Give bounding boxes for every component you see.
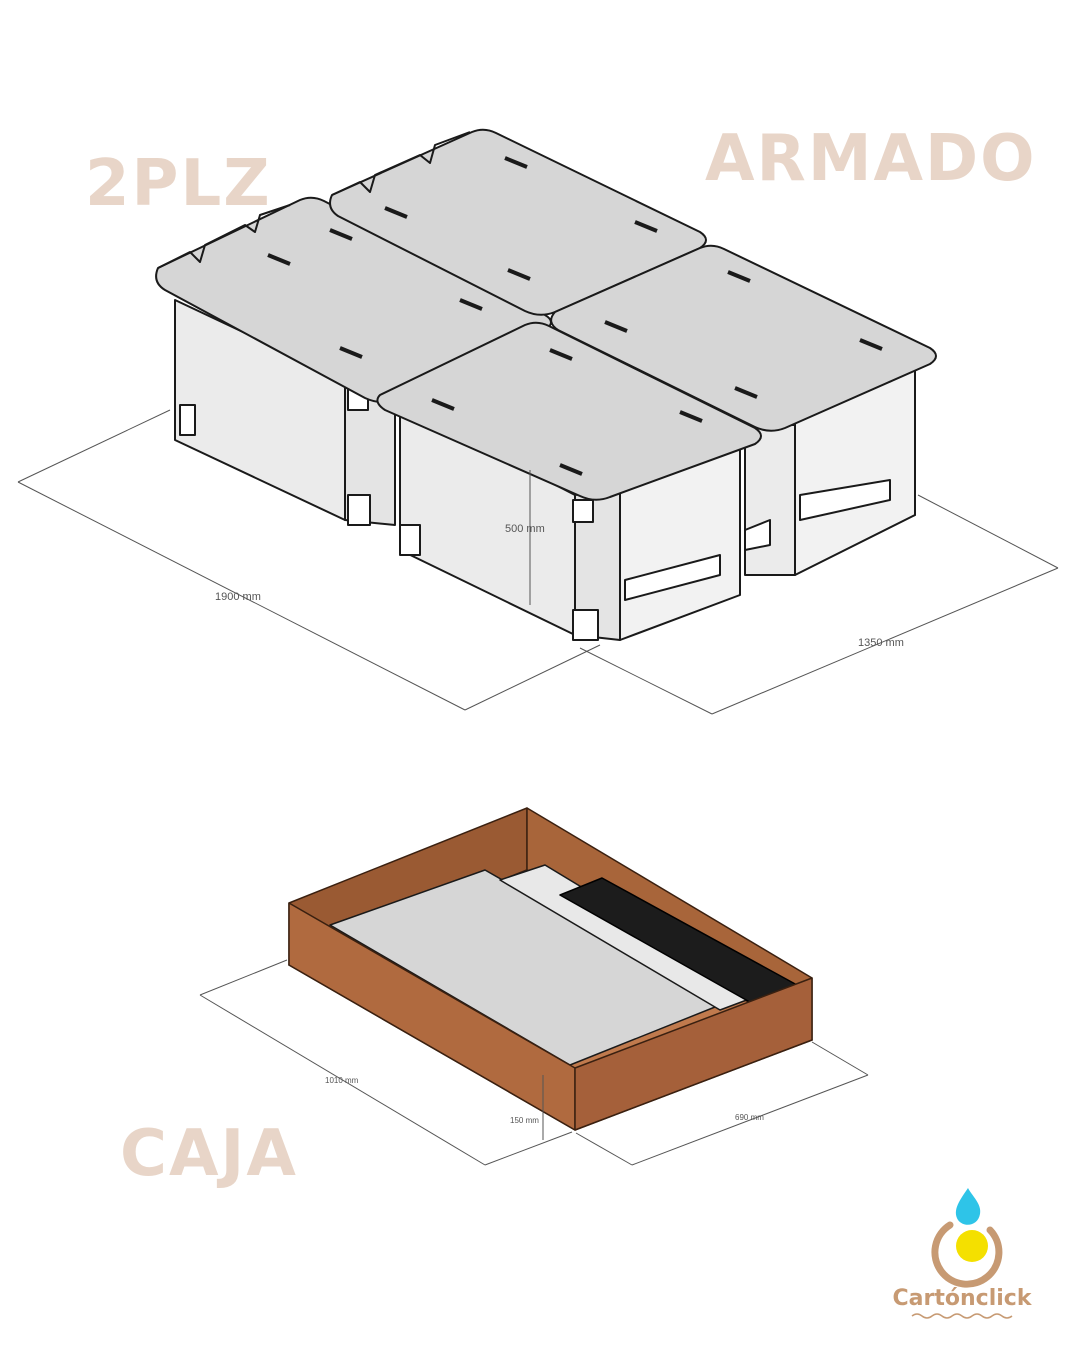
model-label: 2PLZ — [85, 147, 272, 221]
box-length-dimension-label: 1010 mm — [325, 1076, 359, 1085]
module-front-frame — [399, 404, 741, 641]
box-length-dimension-line — [199, 994, 486, 1166]
assembled-label: ARMADO — [705, 122, 1037, 196]
length-dimension-label: 1900 mm — [215, 591, 261, 603]
box-label: CAJA — [120, 1117, 298, 1191]
box-dimension-lines — [199, 959, 869, 1166]
length-dimension-line — [17, 481, 466, 711]
shipping-box — [288, 807, 813, 1131]
bed-assembly — [155, 128, 937, 641]
brand-name: Cartónclick — [893, 1286, 1033, 1311]
box-width-dimension-label: 690 mm — [735, 1113, 764, 1122]
top-panel-front-left — [376, 321, 762, 501]
width-dimension-line — [711, 567, 1059, 715]
logo-ring — [931, 1221, 1003, 1288]
water-drop-icon — [955, 1188, 981, 1225]
module-back-right-frame — [744, 359, 916, 576]
box-width-dimension-line — [631, 1074, 869, 1166]
box-side-wall — [574, 977, 813, 1131]
bed-dimension-lines — [17, 409, 1059, 715]
top-panel-front-right — [550, 244, 937, 432]
brand-logo: Cartónclick — [893, 1188, 1033, 1319]
width-dimension-label: 1350 mm — [858, 637, 904, 649]
box-height-dimension-label: 150 mm — [510, 1116, 539, 1125]
sun-icon — [956, 1230, 988, 1262]
logo-wave — [911, 1313, 1013, 1319]
height-dimension-label: 500 mm — [505, 523, 545, 535]
